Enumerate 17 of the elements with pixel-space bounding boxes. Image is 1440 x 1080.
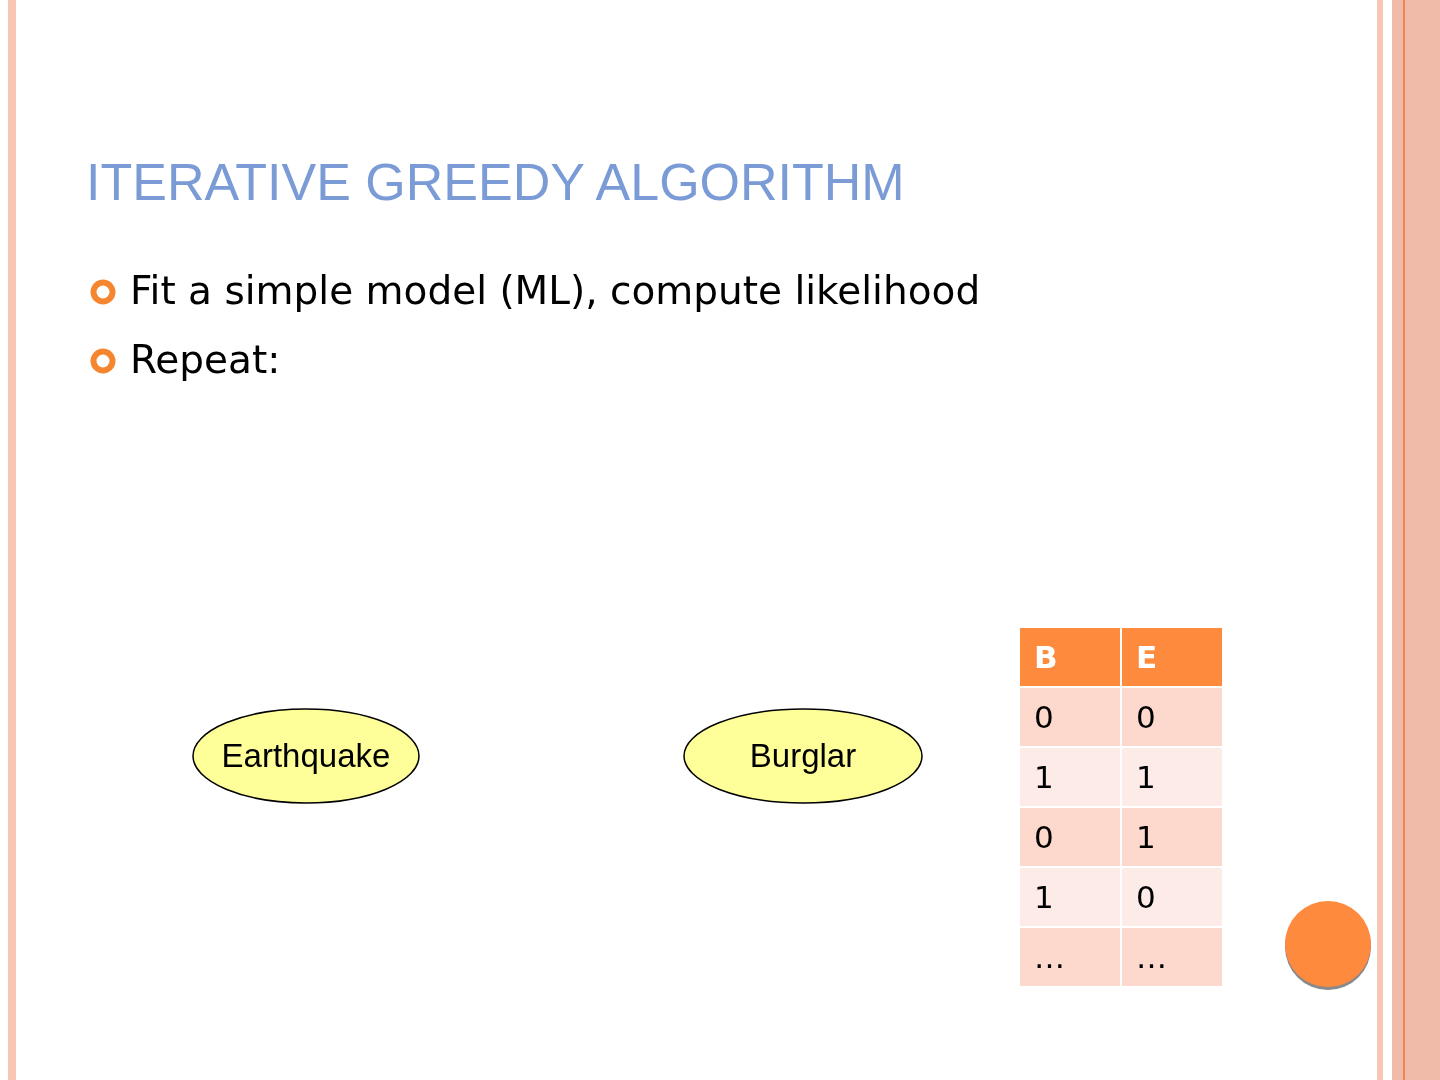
table-cell: 1 (1122, 748, 1222, 806)
table-cell: … (1020, 928, 1120, 986)
table-cell: … (1122, 928, 1222, 986)
slide-title: ITERATIVE GREEDY ALGORITHM (86, 152, 905, 213)
table-cell: 1 (1020, 748, 1120, 806)
table-cell: 0 (1122, 688, 1222, 746)
table-header-cell: B (1020, 628, 1120, 686)
bullet-text: Repeat: (130, 336, 281, 384)
ellipse-node: Earthquake (192, 708, 420, 804)
table-cell: 1 (1020, 868, 1120, 926)
table-cell: 0 (1020, 808, 1120, 866)
table-cell: 0 (1020, 688, 1120, 746)
ellipse-node: Burglar (683, 708, 923, 804)
table-cell: 0 (1122, 868, 1222, 926)
table-header-cell: E (1122, 628, 1222, 686)
table-cell: 1 (1122, 808, 1222, 866)
bullet-text: Fit a simple model (ML), compute likelihood (130, 267, 981, 315)
